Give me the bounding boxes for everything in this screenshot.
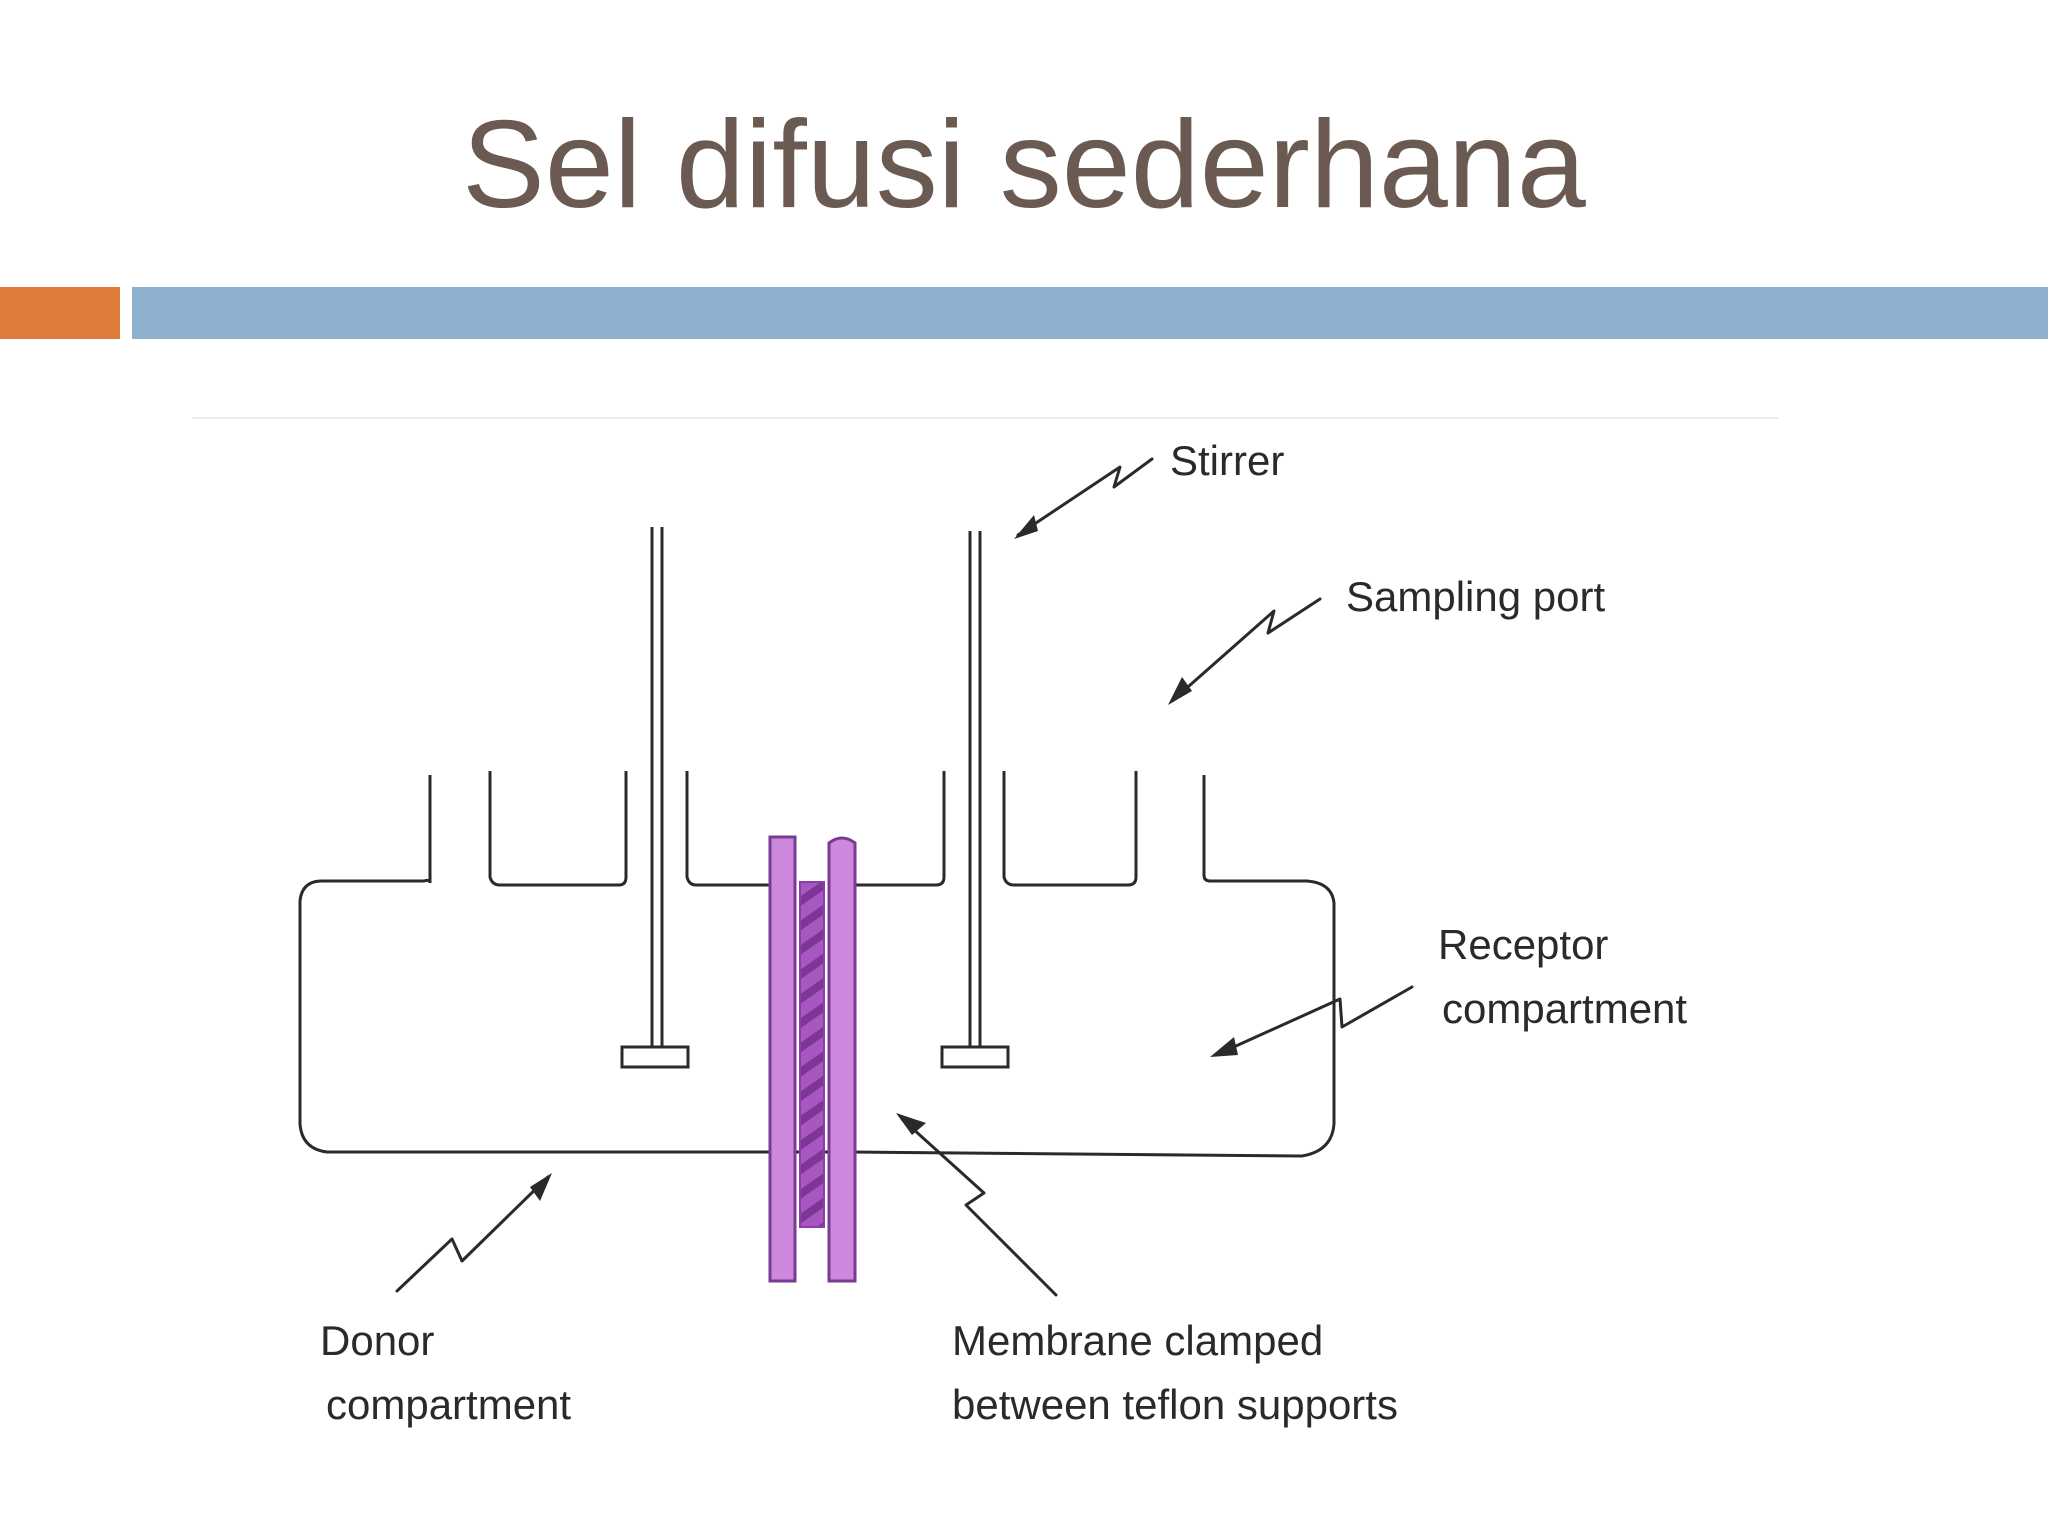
right-sampling-port <box>1002 771 1138 887</box>
membrane-label-line2: between teflon supports <box>952 1381 1398 1428</box>
slide-title: Sel difusi sederhana <box>462 96 1586 234</box>
left-stirrer <box>620 527 690 1069</box>
stirrer-label: Stirrer <box>1170 437 1284 484</box>
right-stirrer <box>940 531 1010 1069</box>
left-sampling-port <box>488 771 628 887</box>
donor-label-line1: Donor <box>320 1317 434 1364</box>
membrane-arrow <box>900 1117 1058 1297</box>
membrane-label-line1: Membrane clamped <box>952 1317 1323 1364</box>
diffusion-cell-diagram: Stirrer Sampling port Receptor compartme… <box>192 417 1778 1456</box>
receptor-arrow <box>1214 985 1414 1057</box>
donor-label-line2: compartment <box>326 1381 571 1428</box>
sampling-port-arrowhead <box>1168 677 1192 705</box>
membrane-arrowhead <box>896 1113 926 1135</box>
donor-arrowhead <box>530 1173 552 1201</box>
receptor-label-line1: Receptor <box>1438 921 1608 968</box>
receptor-arrowhead <box>1210 1037 1238 1057</box>
diagram-canvas: Stirrer Sampling port Receptor compartme… <box>298 437 1687 1428</box>
stirrer-arrowhead <box>1014 515 1038 539</box>
left-teflon-support <box>768 835 797 1283</box>
left-stirrer-neck <box>685 771 772 887</box>
membrane-assembly <box>768 835 857 1283</box>
right-stirrer-neck <box>855 771 946 887</box>
membrane <box>799 881 825 1228</box>
title-divider-bar <box>132 287 2048 339</box>
title-accent-bar <box>0 287 120 339</box>
sampling-port-arrow <box>1170 597 1322 703</box>
receptor-label-line2: compartment <box>1442 985 1687 1032</box>
sampling-port-label: Sampling port <box>1346 573 1605 620</box>
stirrer-arrow <box>1016 457 1154 537</box>
donor-arrow <box>395 1175 550 1293</box>
right-teflon-support <box>827 836 857 1283</box>
